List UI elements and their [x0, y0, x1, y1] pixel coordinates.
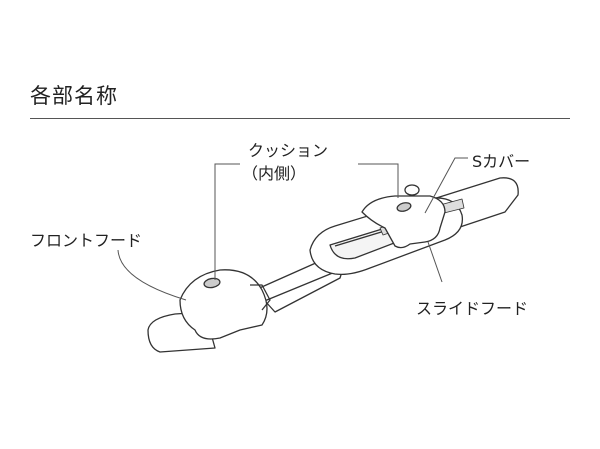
- leader-cushion-rear: [358, 163, 399, 198]
- cushion-pad-rear: [396, 202, 412, 212]
- label-slide-hood: スライドフード: [416, 299, 529, 318]
- leader-slide-hood: [427, 241, 443, 283]
- leader-s-cover: [424, 157, 468, 214]
- cushion-pad-front: [203, 277, 221, 289]
- title-divider: [30, 118, 570, 119]
- label-cushion-inner: （内側）: [242, 164, 307, 183]
- front-hood: [179, 269, 268, 340]
- label-front-hood: フロントフード: [30, 231, 143, 250]
- leader-front-hood: [117, 249, 187, 301]
- label-s-cover: Sカバー: [472, 152, 531, 171]
- section-title: 各部名称: [30, 84, 118, 108]
- leader-cushion-front: [214, 163, 240, 280]
- label-cushion: クッション: [248, 141, 329, 160]
- s-cover: [361, 195, 446, 249]
